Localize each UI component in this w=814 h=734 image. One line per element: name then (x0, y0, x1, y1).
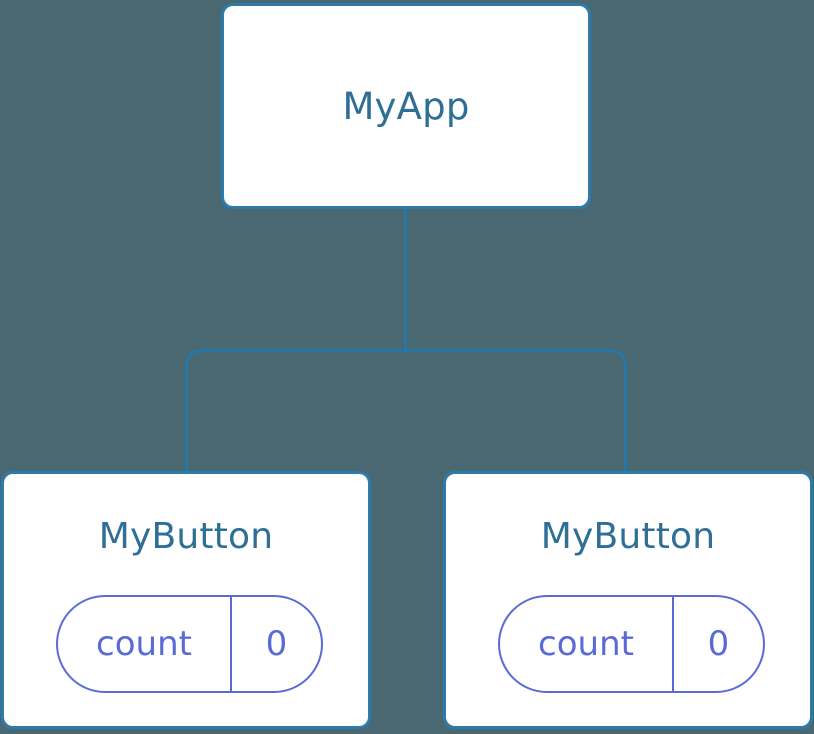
node-myapp[interactable]: MyApp (221, 3, 591, 209)
node-mybutton-left[interactable]: MyButton count 0 (1, 471, 371, 729)
state-pill-value-right: 0 (672, 597, 763, 691)
state-pill-key-right: count (538, 624, 634, 664)
state-pill-count-right[interactable]: count 0 (498, 595, 765, 693)
node-myapp-title: MyApp (342, 84, 470, 128)
state-pill-key-left: count (96, 624, 192, 664)
state-pill-value-left: 0 (230, 597, 321, 691)
state-pill-count-left[interactable]: count 0 (56, 595, 323, 693)
node-mybutton-right[interactable]: MyButton count 0 (443, 471, 813, 729)
edge-to-mybutton-right (405, 349, 627, 473)
node-mybutton-right-title: MyButton (540, 516, 716, 557)
node-mybutton-left-title: MyButton (98, 516, 274, 557)
edge-to-mybutton-left (185, 349, 406, 473)
